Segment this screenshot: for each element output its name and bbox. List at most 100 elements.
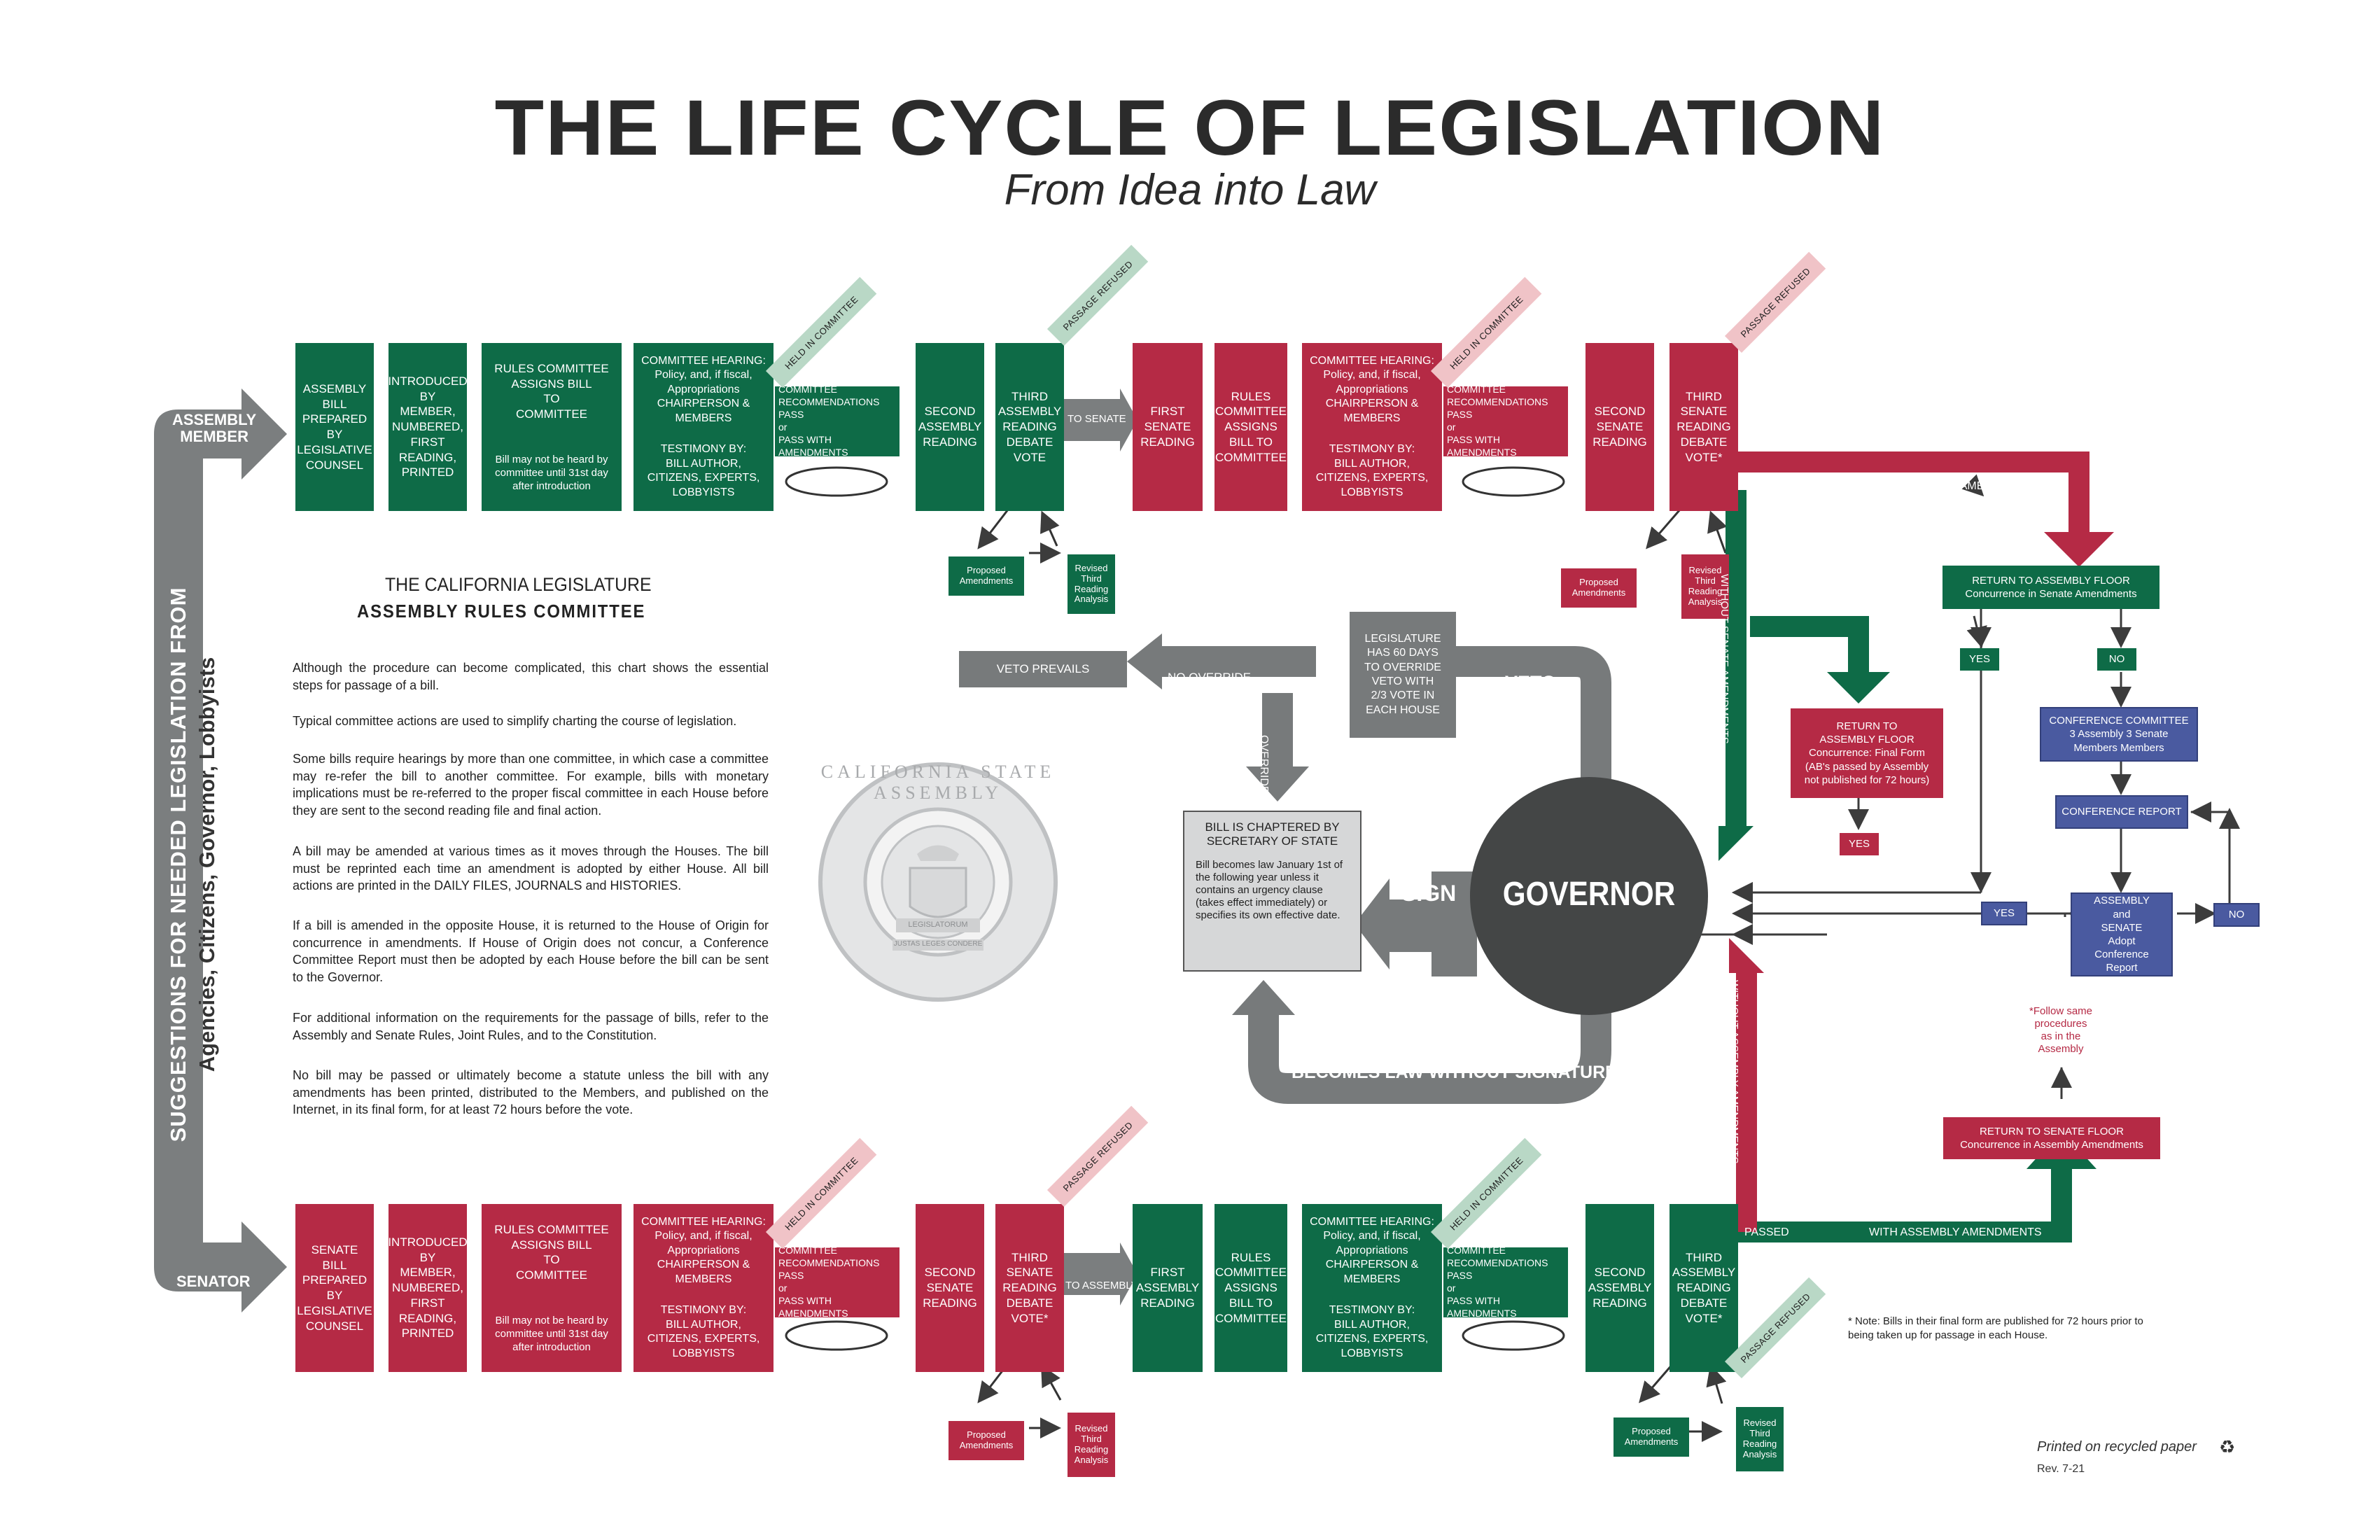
senate-origin-committee-hearing: COMMITTEE HEARING: Policy, and, if fisca… xyxy=(634,1204,774,1372)
revised-third-reading: Revised Third Reading Analysis xyxy=(1068,1413,1115,1477)
page-subtitle: From Idea into Law xyxy=(1004,166,1376,214)
assembly-committee-recommendations: COMMITTEE RECOMMENDATIONS PASS or PASS W… xyxy=(775,384,899,458)
rules-committee-text: RULES COMMITTEE ASSIGNS BILL TO COMMITTE… xyxy=(494,1222,609,1282)
left-rail xyxy=(154,388,287,1312)
legislature-override-box: LEGISLATURE HAS 60 DAYS TO OVERRIDE VETO… xyxy=(1350,612,1456,738)
second-assembly-reading-2: SECOND ASSEMBLY READING xyxy=(1586,1204,1654,1372)
passed-label: PASSED xyxy=(1742,480,1786,492)
override-label: OVERRIDE xyxy=(1258,735,1270,794)
committee-hearing-text: COMMITTEE HEARING: Policy, and, if fisca… xyxy=(1310,1215,1434,1285)
chaptered-body: Bill becomes law January 1st of the foll… xyxy=(1196,858,1343,921)
assembly-third-reading-vote: THIRD ASSEMBLY READING DEBATE VOTE xyxy=(995,343,1064,511)
seal-motto: JUSTAS LEGES CONDERE xyxy=(893,940,983,948)
yes-box: YES xyxy=(1840,833,1879,855)
passed-label: PASSED xyxy=(1744,1226,1789,1238)
conference-report-box: CONFERENCE REPORT xyxy=(2055,795,2188,829)
recycled-paper-note: Printed on recycled paper xyxy=(2037,1439,2197,1455)
assembly-committee-hearing-2: COMMITTEE HEARING: Policy, and, if fisca… xyxy=(1302,1204,1442,1372)
committee-testimony: TESTIMONY BY: BILL AUTHOR, CITIZENS, EXP… xyxy=(647,1304,760,1359)
info-paragraph: For additional information on the requir… xyxy=(293,1011,769,1042)
assembly-committee-hearing: COMMITTEE HEARING: Policy, and, if fisca… xyxy=(634,343,774,511)
assembly-committee-recommendations-2: COMMITTEE RECOMMENDATIONS PASS or PASS W… xyxy=(1443,1245,1568,1319)
assembly-introduced: INTRODUCED BY MEMBER, NUMBERED, FIRST RE… xyxy=(388,343,468,511)
rules-committee-note: Bill may not be heard by committee until… xyxy=(495,453,608,492)
follow-same-procedures: *Follow same procedures as in the Assemb… xyxy=(2029,1005,2093,1055)
chaptered-title: BILL IS CHAPTERED BY SECRETARY OF STATE xyxy=(1205,820,1340,848)
revised-third-reading: Revised Third Reading Analysis xyxy=(1736,1407,1784,1471)
first-senate-reading: FIRST SENATE READING xyxy=(1133,343,1203,511)
no-box: NO xyxy=(2097,648,2136,671)
revised-third-reading: Revised Third Reading Analysis xyxy=(1681,554,1729,619)
proposed-amendments: Proposed Amendments xyxy=(948,556,1024,596)
governor-circle xyxy=(1470,777,1708,1015)
assembly-member-label: ASSEMBLY MEMBER xyxy=(172,411,257,446)
no-box: NO xyxy=(2213,903,2260,927)
to-assembly-label: TO ASSEMBLY xyxy=(1065,1280,1138,1292)
info-paragraph: A bill may be amended at various times a… xyxy=(293,844,769,893)
senate-committee-recommendations: COMMITTEE RECOMMENDATIONS PASS or PASS W… xyxy=(1443,384,1568,458)
return-assembly-floor-concurrence: RETURN TO ASSEMBLY FLOOR Concurrence in … xyxy=(1942,566,2160,609)
info-paragraph: Some bills require hearings by more than… xyxy=(293,752,769,818)
second-senate-reading-origin: SECOND SENATE READING xyxy=(916,1204,984,1372)
seal-graphic xyxy=(818,762,1058,1002)
revision-label: Rev. 7-21 xyxy=(2037,1463,2085,1475)
suggestions-vertical-subtext: Agencies, Citizens, Governor, Lobbyists xyxy=(195,657,219,1072)
page-title: THE LIFE CYCLE OF LEGISLATION xyxy=(494,84,1886,172)
without-assembly-amendments-label: WITHOUT ASSEMBLY AMENDMENTS xyxy=(1728,980,1740,1164)
senate-origin-rules-committee: RULES COMMITTEE ASSIGNS BILL TO COMMITTE… xyxy=(482,1204,622,1372)
yes-box: YES xyxy=(1981,902,2027,925)
info-paragraph: If a bill is amended in the opposite Hou… xyxy=(293,918,769,984)
senate-rules-committee: RULES COMMITTEE ASSIGNS BILL TO COMMITTE… xyxy=(1214,343,1287,511)
info-paragraph: Although the procedure can become compli… xyxy=(293,661,769,692)
senator-label: SENATOR xyxy=(176,1273,251,1290)
no-override-label: NO OVERRIDE xyxy=(1168,671,1252,684)
info-paragraph: No bill may be passed or ultimately beco… xyxy=(293,1068,769,1117)
proposed-amendments: Proposed Amendments xyxy=(948,1421,1024,1460)
senate-introduced: INTRODUCED BY MEMBER, NUMBERED, FIRST RE… xyxy=(388,1204,468,1372)
seal-ring-text: CALIFORNIA STATE ASSEMBLY xyxy=(820,762,1056,803)
rules-committee-note: Bill may not be heard by committee until… xyxy=(495,1314,608,1353)
recycle-icon: ♻ xyxy=(2219,1436,2236,1457)
info-paragraph: Typical committee actions are used to si… xyxy=(293,714,737,728)
senate-committee-testimony: TESTIMONY BY: BILL AUTHOR, CITIZENS, EXP… xyxy=(1315,443,1429,498)
assembly-second-reading: SECOND ASSEMBLY READING xyxy=(916,343,984,511)
info-heading-1: THE CALIFORNIA LEGISLATURE xyxy=(385,574,652,595)
return-assembly-floor-final-form: RETURN TO ASSEMBLY FLOOR Concurrence: Fi… xyxy=(1791,708,1943,798)
third-assembly-reading-2: THIRD ASSEMBLY READING DEBATE VOTE* xyxy=(1670,1204,1738,1372)
rules-committee-text: RULES COMMITTEE ASSIGNS BILL TO COMMITTE… xyxy=(494,361,609,421)
seal-banner: LEGISLATORUM xyxy=(908,920,968,929)
third-senate-reading-origin: THIRD SENATE READING DEBATE VOTE* xyxy=(995,1204,1064,1372)
assembly-rules-committee: RULES COMMITTEE ASSIGNS BILL TO COMMITTE… xyxy=(482,343,622,511)
yes-box: YES xyxy=(1960,648,1999,671)
assembly-seal: CALIFORNIA STATE ASSEMBLY LEGISLATORUM J… xyxy=(812,756,1064,1008)
return-senate-floor-concurrence: RETURN TO SENATE FLOOR Concurrence in As… xyxy=(1943,1117,2160,1159)
vote-note: * Note: Bills in their final form are pu… xyxy=(1848,1315,2143,1341)
senate-origin-committee-recommendations: COMMITTEE RECOMMENDATIONS PASS or PASS W… xyxy=(775,1245,899,1319)
without-senate-amendments-label: WITHOUT SENATE AMENDMENTS xyxy=(1718,574,1730,744)
proposed-amendments: Proposed Amendments xyxy=(1561,568,1637,608)
committee-testimony: TESTIMONY BY: BILL AUTHOR, CITIZENS, EXP… xyxy=(647,443,760,498)
veto-prevails-box: VETO PREVAILS xyxy=(959,651,1127,687)
committee-hearing-text: COMMITTEE HEARING: Policy, and, if fisca… xyxy=(641,354,766,424)
revised-third-reading: Revised Third Reading Analysis xyxy=(1068,554,1115,614)
senate-committee-hearing: COMMITTEE HEARING: Policy, and, if fisca… xyxy=(1302,343,1442,511)
senate-bill-prepared: SENATE BILL PREPARED BY LEGISLATIVE COUN… xyxy=(295,1204,374,1372)
chaptered-box: BILL IS CHAPTERED BY SECRETARY OF STATE … xyxy=(1183,811,1362,972)
first-assembly-reading: FIRST ASSEMBLY READING xyxy=(1133,1204,1203,1372)
with-senate-amendments-label: WITH SENATE AMENDMENTS xyxy=(1882,480,2040,492)
to-senate-label: TO SENATE xyxy=(1068,413,1126,425)
becomes-law-without-signature: BECOMES LAW WITHOUT SIGNATURE xyxy=(1292,1063,1617,1082)
governor-label: GOVERNOR xyxy=(1502,876,1676,913)
assembly-bill-prepared: ASSEMBLY BILL PREPARED BY LEGISLATIVE CO… xyxy=(295,343,374,511)
assembly-rules-assigns: RULES COMMITTEE ASSIGNS BILL TO COMMITTE… xyxy=(1214,1204,1287,1372)
third-senate-reading-vote: THIRD SENATE READING DEBATE VOTE* xyxy=(1670,343,1738,511)
committee-hearing-text: COMMITTEE HEARING: Policy, and, if fisca… xyxy=(641,1215,766,1285)
veto-label: VETO xyxy=(1505,672,1557,693)
info-heading-2: ASSEMBLY RULES COMMITTEE xyxy=(357,601,646,622)
proposed-amendments: Proposed Amendments xyxy=(1614,1418,1689,1457)
second-senate-reading: SECOND SENATE READING xyxy=(1586,343,1654,511)
sign-label: SIGN xyxy=(1401,881,1457,906)
senate-committee-hearing-text: COMMITTEE HEARING: Policy, and, if fisca… xyxy=(1310,354,1434,424)
with-assembly-amendments-label: WITH ASSEMBLY AMENDMENTS xyxy=(1869,1226,2042,1238)
